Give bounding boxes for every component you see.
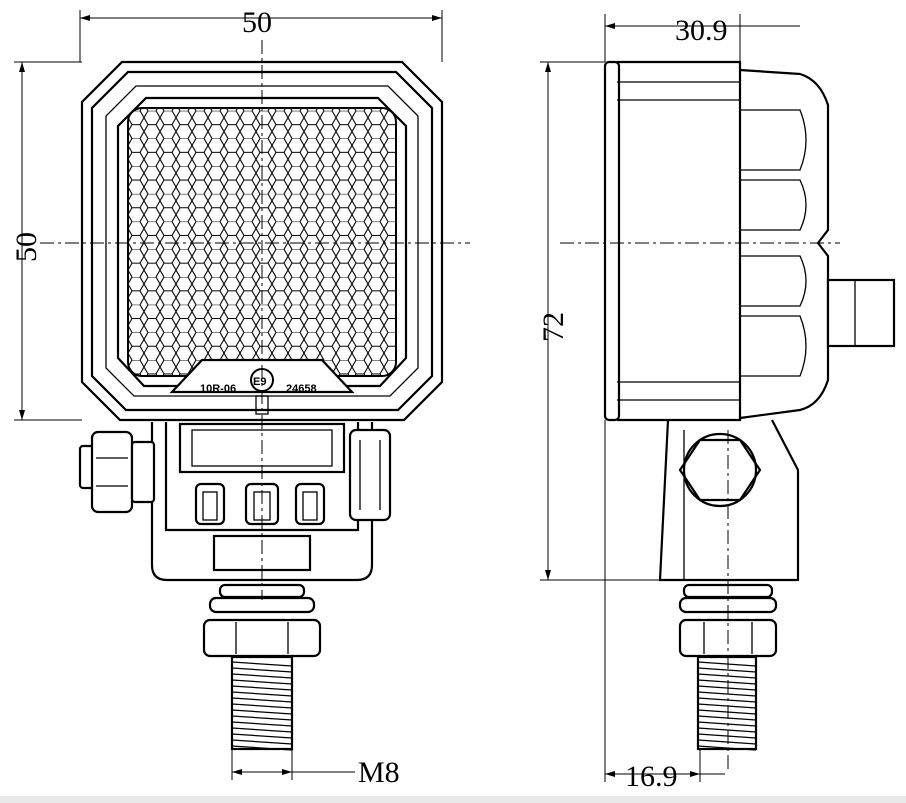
fin — [740, 109, 807, 171]
thread-line — [231, 739, 293, 745]
housing-outer — [80, 60, 444, 422]
marking-approval: E9 — [253, 376, 266, 388]
stud-bolt — [202, 583, 322, 751]
thread-line — [697, 667, 757, 673]
housing-side — [617, 60, 742, 422]
thread-line — [231, 709, 293, 715]
dimension-side-height: 72 — [537, 61, 660, 581]
bracket-side — [658, 419, 800, 582]
dimension-height: 50 — [10, 61, 82, 421]
thread-line — [231, 727, 293, 733]
thread-line — [231, 691, 293, 697]
dimension-offset: 16.9 — [604, 420, 725, 793]
thread-line — [697, 685, 757, 691]
thread-line — [231, 703, 293, 709]
thread-line — [697, 661, 757, 667]
thread-line — [697, 679, 757, 685]
thread-line — [231, 685, 293, 691]
thread-line — [697, 739, 757, 745]
thread-line — [231, 745, 293, 751]
marking-left: 10R-06 — [200, 383, 236, 395]
thread-line — [231, 679, 293, 685]
fin — [740, 315, 807, 377]
lens-frame — [603, 60, 621, 422]
heatsink-fins — [739, 68, 830, 420]
thread-line — [231, 733, 293, 739]
depth-label: 30.9 — [675, 14, 728, 47]
stud-bolt-side — [678, 583, 778, 751]
fin — [740, 255, 807, 307]
thread-line — [231, 715, 293, 721]
thread-line — [697, 673, 757, 679]
thread-line — [697, 715, 757, 721]
pivot-bolt — [78, 430, 156, 514]
dimension-depth: 30.9 — [604, 14, 800, 62]
thread-line — [697, 709, 757, 715]
dimension-width: 50 — [79, 6, 443, 62]
thread-line — [697, 703, 757, 709]
thread-line — [697, 721, 757, 727]
thread-line — [697, 697, 757, 703]
height-label: 50 — [10, 232, 43, 262]
thread-line — [697, 691, 757, 697]
thread-line — [697, 733, 757, 739]
dimension-thread: M8 — [231, 750, 400, 789]
side-height-label: 72 — [537, 312, 570, 342]
thread-line — [231, 673, 293, 679]
thread-line — [231, 667, 293, 673]
width-label: 50 — [242, 6, 272, 39]
thread-line — [697, 727, 757, 733]
housing-inner — [90, 70, 434, 412]
fin — [740, 179, 807, 231]
thread-line — [231, 721, 293, 727]
marking-right: 24658 — [286, 383, 317, 395]
offset-label: 16.9 — [625, 760, 678, 793]
thread-label: M8 — [358, 756, 400, 789]
side-view: 30.9 72 16.9 — [537, 14, 896, 793]
thread-line — [231, 661, 293, 667]
thread-line — [231, 697, 293, 703]
cable-connector — [826, 278, 896, 348]
bottom-strip — [0, 796, 906, 803]
front-view: 10R-06 E9 24658 — [10, 6, 470, 789]
thread-line — [697, 745, 757, 751]
mounting-bracket — [150, 422, 392, 582]
